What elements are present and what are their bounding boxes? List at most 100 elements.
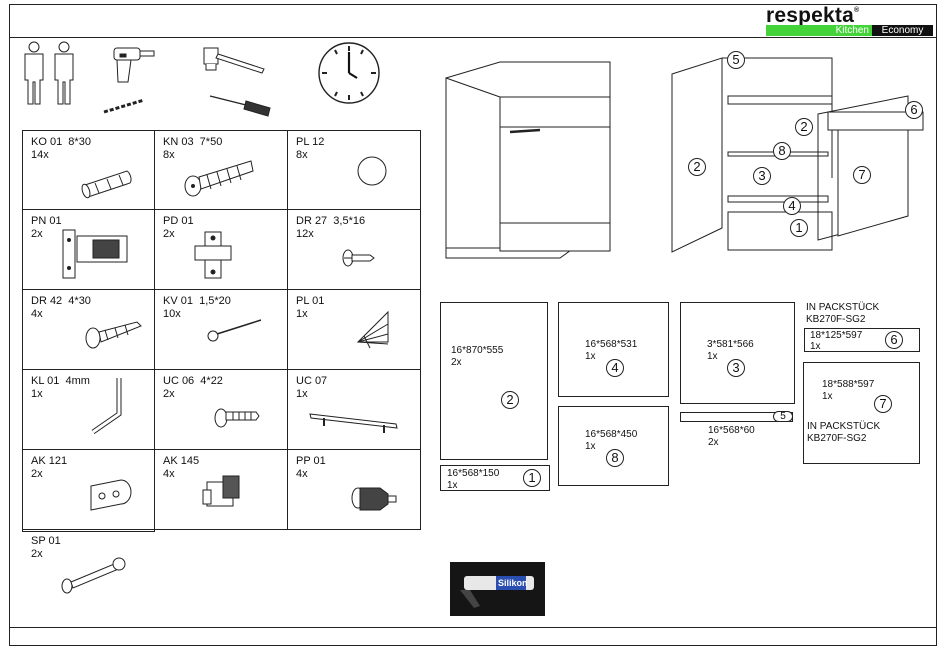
- part-qty: 2x: [31, 548, 43, 560]
- brand-tag-kitchen: Kitchen: [766, 25, 872, 36]
- label-6: 6: [905, 101, 923, 119]
- part-qty: 2x: [163, 228, 175, 240]
- part-qty: 14x: [31, 149, 49, 161]
- hinge-icon: [62, 229, 128, 279]
- panel-2: 16*870*555 2x 2: [440, 302, 548, 460]
- wooden-dowel-icon: [81, 170, 132, 199]
- panel-4: 16*568*531 1x 4: [558, 302, 669, 397]
- part-cell: PL 12 8x: [288, 130, 421, 210]
- panel-3: 3*581*566 1x 3: [680, 302, 795, 404]
- panel-6-code: KB270F-SG2: [806, 314, 866, 325]
- part-cell: PD 01 2x: [155, 210, 288, 290]
- label-2-right: 2: [795, 118, 813, 136]
- wall-anchor-icon: [61, 557, 126, 594]
- part-code: AK 121: [31, 455, 68, 467]
- panel-5-dims: 16*568*60: [708, 425, 755, 436]
- part-cell: PL 01 1x: [288, 290, 421, 370]
- part-cell: UC 06 4*22 2x: [155, 370, 288, 450]
- part-qty: 10x: [163, 308, 181, 320]
- part-qty: 4x: [296, 468, 308, 480]
- part-cell: AK 145 4x: [155, 450, 288, 530]
- part-qty: 8x: [163, 149, 175, 161]
- part-qty: 8x: [296, 149, 308, 161]
- panel-6-note: IN PACKSTÜCK: [806, 302, 880, 313]
- part-qty: 2x: [31, 228, 43, 240]
- part-code: DR 42 4*30: [31, 295, 91, 307]
- panel-5: 5: [680, 411, 793, 422]
- plastic-foot-icon: [356, 310, 389, 349]
- nail-icon: [207, 319, 262, 342]
- label-2-left: 2: [688, 158, 706, 176]
- part-cell: SP 01 2x: [22, 530, 155, 594]
- part-qty: 1x: [296, 308, 308, 320]
- drill-icon: [103, 47, 155, 114]
- wall-plug-icon: [184, 160, 254, 197]
- part-qty: 1x: [31, 388, 43, 400]
- brand-logo: respekta®: [766, 4, 860, 27]
- allen-key-icon: [91, 378, 122, 435]
- empty-cell: [288, 530, 421, 532]
- label-4: 4: [783, 197, 801, 215]
- part-cell: AK 121 2x: [22, 450, 155, 530]
- empty-cell: [155, 530, 288, 532]
- part-code: PL 12: [296, 136, 325, 148]
- silicone-gun-photo: Silikon: [450, 562, 545, 616]
- panel-8: 16*568*450 1x 8: [558, 406, 669, 486]
- panel-1: 16*568*150 1x 1: [440, 465, 550, 491]
- part-code: AK 145: [163, 455, 200, 467]
- part-code: UC 07: [296, 375, 328, 387]
- silicone-label: Silikon: [498, 578, 528, 588]
- hammer-icon: [203, 47, 265, 74]
- bar-handle-icon: [309, 413, 398, 433]
- part-qty: 1x: [296, 388, 308, 400]
- part-code: PN 01: [31, 215, 62, 227]
- label-7: 7: [853, 166, 871, 184]
- part-cell: DR 27 3,5*16 12x: [288, 210, 421, 290]
- part-cell: PP 01 4x: [288, 450, 421, 530]
- handle-screw-icon: [214, 408, 260, 428]
- label-5: 5: [727, 51, 745, 69]
- part-code: PL 01: [296, 295, 325, 307]
- part-code: KL 01 4mm: [31, 375, 90, 387]
- hinge-plate-icon: [194, 231, 232, 279]
- label-1: 1: [790, 219, 808, 237]
- screwdriver-icon: [209, 95, 271, 117]
- label-8: 8: [773, 142, 791, 160]
- part-code: UC 06 4*22: [163, 375, 223, 387]
- part-cell: PN 01 2x: [22, 210, 155, 290]
- short-screw-icon: [342, 249, 375, 267]
- part-code: SP 01: [31, 535, 61, 547]
- two-persons-icon: [24, 41, 74, 105]
- part-cell: KO 01 8*30 14x: [22, 130, 155, 210]
- part-qty: 4x: [31, 308, 43, 320]
- assembled-cabinet-drawing: [445, 61, 611, 259]
- header-divider: [9, 37, 937, 38]
- part-cell: KV 01 1,5*20 10x: [155, 290, 288, 370]
- hanging-fitting-icon: [202, 475, 240, 507]
- leveling-foot-icon: [351, 487, 397, 511]
- footer-divider: [9, 627, 937, 628]
- part-code: KO 01 8*30: [31, 136, 91, 148]
- page-frame: [9, 4, 937, 646]
- part-cell: KL 01 4mm 1x: [22, 370, 155, 450]
- part-cell: DR 42 4*30 4x: [22, 290, 155, 370]
- exploded-cabinet-drawing: [671, 57, 924, 253]
- long-screw-icon: [85, 321, 142, 349]
- panel-5-qty: 2x: [708, 437, 719, 448]
- fittings-table: KO 01 8*30 14x KN 03 7*50 8x PL 12 8x PN…: [22, 130, 421, 594]
- part-cell: KN 03 7*50 8x: [155, 130, 288, 210]
- part-code: PP 01: [296, 455, 326, 467]
- bracket-icon: [90, 479, 132, 511]
- part-cell: UC 07 1x: [288, 370, 421, 450]
- part-qty: 2x: [31, 468, 43, 480]
- cover-cap-icon: [357, 156, 387, 186]
- part-qty: 2x: [163, 388, 175, 400]
- part-qty: 4x: [163, 468, 175, 480]
- panel-7: 18*588*597 1x 7 IN PACKSTÜCK KB270F-SG2: [803, 362, 920, 464]
- part-code: PD 01: [163, 215, 194, 227]
- brand-tag-economy: Economy: [872, 25, 933, 36]
- part-code: KV 01 1,5*20: [163, 295, 231, 307]
- label-3: 3: [753, 167, 771, 185]
- part-code: DR 27 3,5*16: [296, 215, 366, 227]
- panel-6: 18*125*597 1x 6: [804, 328, 920, 352]
